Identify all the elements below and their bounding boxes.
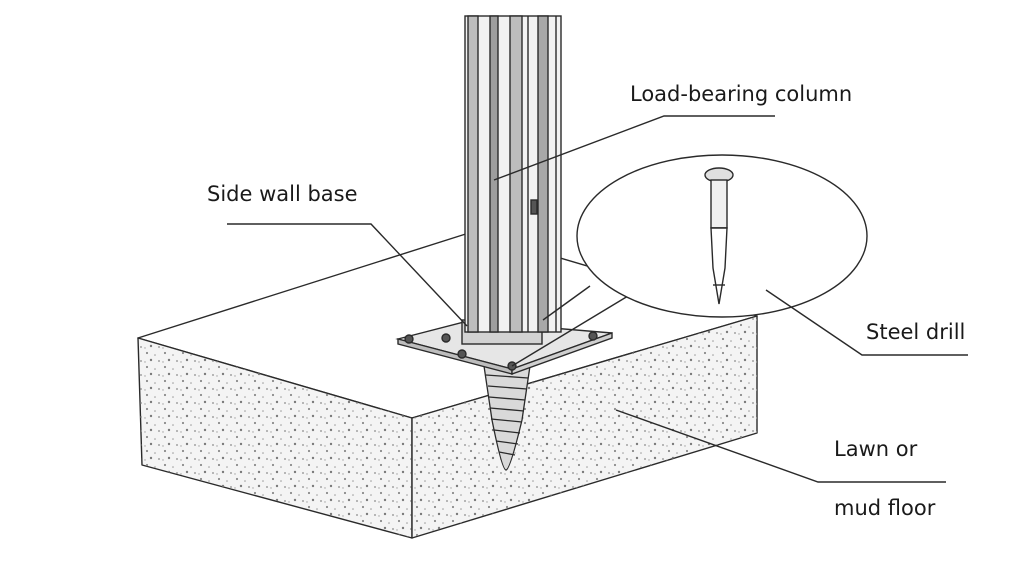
- label-steel-drill: Steel drill: [866, 320, 966, 344]
- load-bearing-column: [464, 15, 562, 333]
- label-side-wall-base: Side wall base: [207, 182, 358, 206]
- steel-drill-icon: [704, 167, 734, 305]
- ground-block-right-speckle: [412, 316, 757, 538]
- ground-drill: [483, 365, 531, 471]
- leader-base: [227, 223, 468, 327]
- ground-block-left-speckle: [138, 338, 412, 538]
- label-floor-line2: mud floor: [834, 496, 936, 520]
- label-load-bearing-column: Load-bearing column: [630, 82, 853, 106]
- leader-lines: [227, 115, 968, 483]
- leader-column: [493, 115, 775, 181]
- drill-magnifier: [511, 154, 868, 367]
- leader-drill: [765, 289, 968, 356]
- label-floor-line1: Lawn or: [834, 437, 918, 461]
- leader-floor: [615, 409, 946, 483]
